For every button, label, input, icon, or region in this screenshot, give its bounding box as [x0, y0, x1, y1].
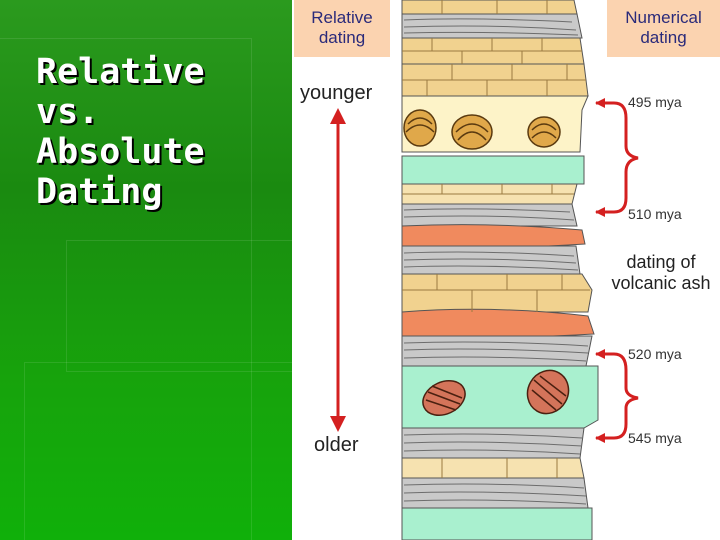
- bracket-lower: [613, 352, 639, 440]
- volcanic-ash-label: dating of volcanic ash: [604, 252, 718, 294]
- relative-dating-line1: Relative: [311, 8, 373, 27]
- shale-layer: [401, 477, 589, 509]
- relative-dating-box: [294, 0, 390, 57]
- title-panel: Relative vs. Absolute Dating: [0, 0, 292, 540]
- numerical-dating-label: Numerical dating: [607, 8, 720, 48]
- age-label-520: 520 mya: [628, 346, 682, 362]
- decorative-frame: [0, 38, 252, 540]
- title-line: vs.: [36, 92, 100, 132]
- age-label-545: 545 mya: [628, 430, 682, 446]
- mint-layer: [401, 507, 593, 540]
- volcanic-ash-line1: dating of: [626, 252, 696, 272]
- shale-layer: [401, 245, 581, 275]
- age-arrows: [595, 98, 639, 443]
- title-line: Relative: [36, 52, 205, 92]
- younger-label: younger: [300, 82, 373, 104]
- relative-dating-label: Relative dating: [294, 8, 390, 48]
- volcanic-ash-layer: [401, 308, 595, 339]
- title-line: Absolute: [36, 132, 205, 172]
- shale-layer: [401, 335, 593, 367]
- brick-joints: [402, 0, 590, 478]
- volcanic-ash-line2: volcanic ash: [611, 273, 711, 293]
- limestone-layer: [401, 273, 593, 313]
- shale-streaks: [403, 18, 589, 505]
- numerical-dating-line2: dating: [640, 28, 687, 47]
- rock-column: [401, 0, 599, 540]
- shale-layer: [401, 203, 578, 227]
- numerical-dating-box: [607, 0, 720, 57]
- limestone-layer: [401, 0, 578, 15]
- volcanic-ash-layer: [401, 224, 586, 249]
- time-axis-arrowhead-down: [330, 416, 346, 432]
- age-label-510: 510 mya: [628, 206, 682, 222]
- time-axis-arrowhead-up: [330, 108, 346, 124]
- shale-layer: [401, 427, 585, 459]
- older-label: older: [314, 434, 359, 456]
- decorative-frame: [66, 240, 292, 372]
- relative-dating-line2: dating: [318, 28, 366, 47]
- trilobite-icon: [422, 369, 570, 416]
- bracket-upper: [613, 101, 639, 214]
- numerical-dating-line1: Numerical: [625, 8, 702, 27]
- decorative-frame: [24, 362, 292, 540]
- mint-layer: [401, 155, 585, 185]
- age-label-495: 495 mya: [628, 94, 682, 110]
- title-line: Dating: [36, 172, 163, 212]
- clam-shell-icon: [403, 109, 561, 150]
- rock-strata-diagram: [294, 0, 720, 540]
- slide-title: Relative vs. Absolute Dating: [36, 52, 205, 212]
